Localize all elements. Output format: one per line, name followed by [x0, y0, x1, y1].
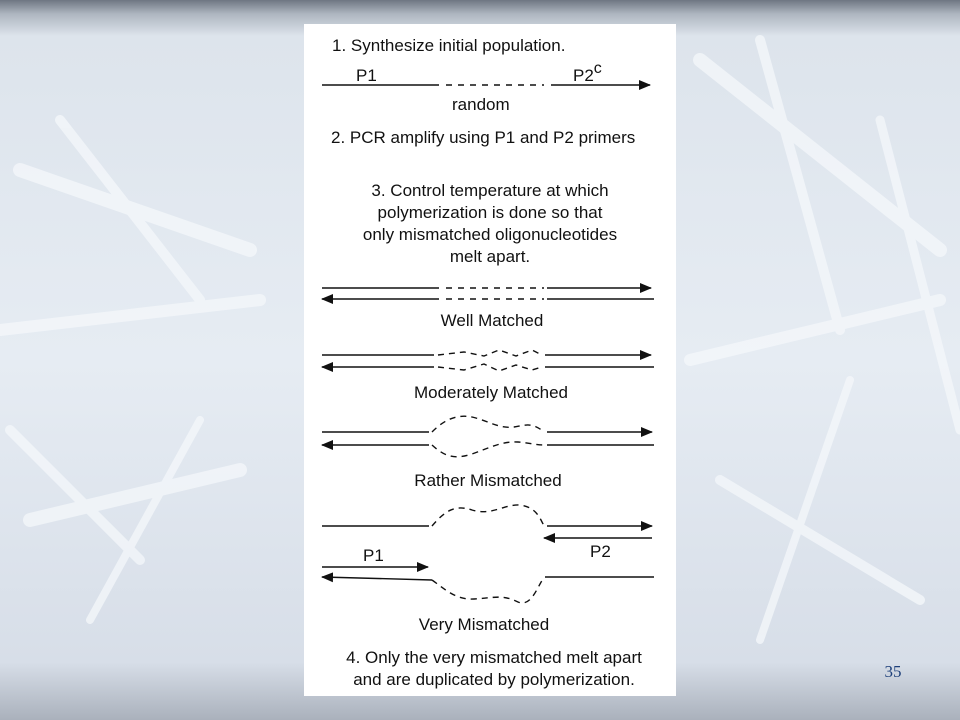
well-matched-duplex	[321, 283, 654, 304]
rather-mismatched-label: Rather Mismatched	[414, 471, 561, 490]
step-1-text: 1. Synthesize initial population.	[332, 36, 565, 55]
step-2-text: 2. PCR amplify using P1 and P2 primers	[331, 128, 635, 147]
moderately-matched-label: Moderately Matched	[414, 383, 568, 402]
frost-pattern	[0, 35, 960, 644]
primer-p1-label: P1	[356, 66, 377, 85]
primer-p2c-label: P2c	[573, 60, 602, 85]
well-matched-label: Well Matched	[441, 311, 544, 330]
mismatch-selection-diagram: 1. Synthesize initial population. P1 P2c…	[321, 36, 654, 689]
very-mismatched-label: Very Mismatched	[419, 615, 549, 634]
slide-page-number: 35	[884, 662, 902, 681]
step-4-line-2: and are duplicated by polymerization.	[353, 670, 635, 689]
diagram-panel: 1. Synthesize initial population. P1 P2c…	[304, 24, 676, 696]
step-4-line-1: 4. Only the very mismatched melt apart	[346, 648, 642, 667]
step-3-line-3: only mismatched oligonucleotides	[363, 225, 617, 244]
very-mismatched-duplex	[321, 504, 654, 604]
step-3-line-2: polymerization is done so that	[378, 203, 603, 222]
step-3-line-1: 3. Control temperature at which	[371, 181, 608, 200]
step-3-line-4: melt apart.	[450, 247, 530, 266]
rather-mismatched-duplex	[321, 415, 654, 458]
primer-p2-bottom-label: P2	[590, 542, 611, 561]
primer-p1-bottom-label: P1	[363, 546, 384, 565]
moderately-matched-duplex	[321, 349, 654, 372]
random-region-label: random	[452, 95, 510, 114]
